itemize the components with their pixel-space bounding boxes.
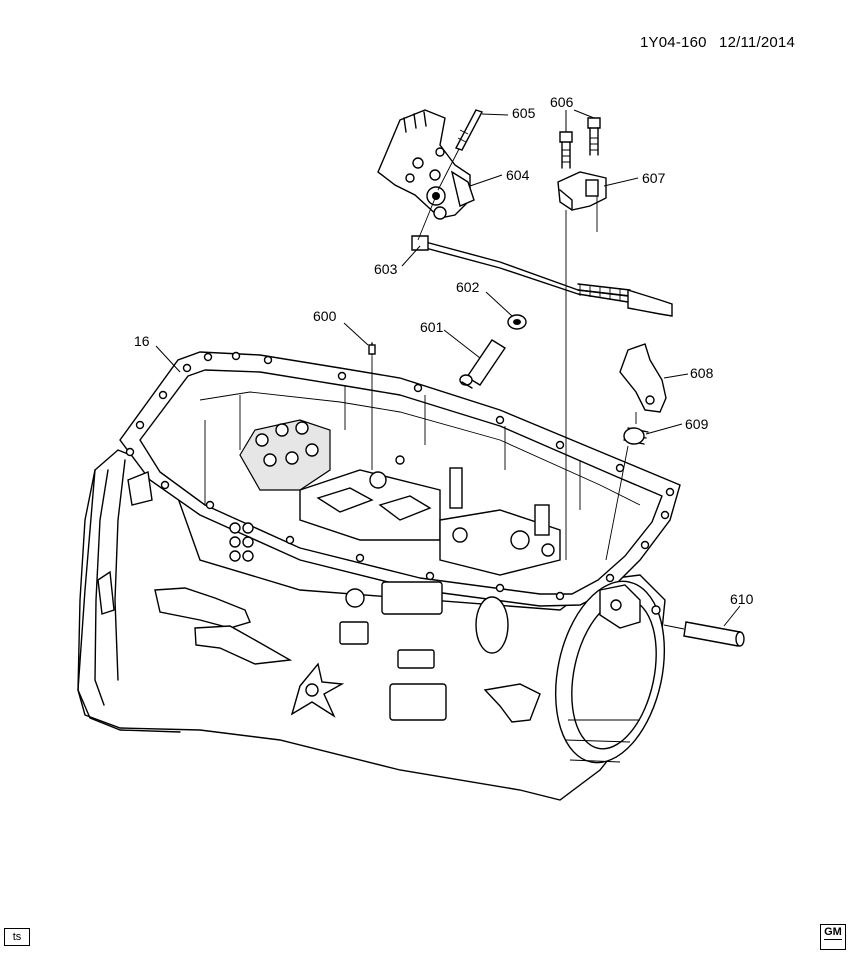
callout-607: 607 <box>642 170 666 186</box>
callout-601: 601 <box>420 319 444 335</box>
part-608-lever <box>619 343 667 424</box>
diagram-date: 12/11/2014 <box>719 34 795 51</box>
callout-610: 610 <box>730 591 754 607</box>
gm-logo: GM <box>820 924 846 950</box>
callout-605: 605 <box>512 105 536 121</box>
callout-608: 608 <box>690 365 714 381</box>
part-603-shift-rod <box>411 235 673 317</box>
callout-609: 609 <box>685 416 709 432</box>
gm-logo-text: GM <box>824 926 842 938</box>
part-609-spring <box>605 427 649 561</box>
callout-labels: 16 600 601 602 603 604 605 606 607 608 6… <box>134 94 754 607</box>
part-602-seal <box>507 314 527 330</box>
leader-lines <box>155 109 741 627</box>
diagram-id: 1Y04-160 <box>640 34 707 51</box>
part-605-detent-spring <box>437 109 484 191</box>
part-607-bracket <box>557 171 607 560</box>
part-600-pin <box>368 342 376 470</box>
callout-604: 604 <box>506 167 530 183</box>
ts-badge: ts <box>4 928 30 946</box>
bearing-opening <box>475 596 509 654</box>
callout-16: 16 <box>134 333 150 349</box>
part-601-shaft <box>459 339 506 389</box>
flange-bolt-holes <box>125 351 675 601</box>
part-606-bolts <box>559 117 601 169</box>
part-604-selector-assembly <box>377 109 475 241</box>
gm-logo-underline <box>824 939 842 946</box>
diagram-header: 1Y04-160 12/11/2014 <box>640 34 840 51</box>
callout-606: 606 <box>550 94 574 110</box>
internal-valve-body <box>239 419 561 576</box>
callout-602: 602 <box>456 279 480 295</box>
side-ports <box>97 471 541 723</box>
transmission-case <box>77 351 681 801</box>
callout-600: 600 <box>313 308 337 324</box>
callout-603: 603 <box>374 261 398 277</box>
rear-output-bore <box>554 580 666 764</box>
part-610-dowel-pin <box>663 621 745 647</box>
